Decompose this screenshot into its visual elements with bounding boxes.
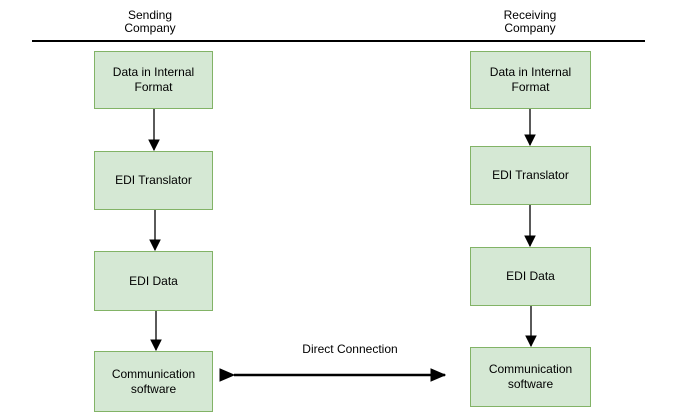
- sending-company-header: Sending Company: [124, 8, 176, 35]
- receiving-box-data-in-internal-format: Data in Internal Format: [470, 51, 591, 109]
- receiving-box-communication-software: Communication software: [470, 347, 591, 407]
- receiving-box-edi-translator: EDI Translator: [470, 146, 591, 205]
- header-divider-line: [32, 40, 645, 42]
- sending-box-data-in-internal-format: Data in Internal Format: [94, 51, 213, 109]
- sending-box-communication-software: Communication software: [94, 351, 213, 412]
- sending-box-edi-data: EDI Data: [94, 251, 213, 311]
- receiving-company-header: Receiving Company: [503, 8, 557, 35]
- direct-connection-label: Direct Connection: [302, 342, 398, 356]
- receiving-box-edi-data: EDI Data: [470, 247, 591, 306]
- sending-box-edi-translator: EDI Translator: [94, 151, 213, 210]
